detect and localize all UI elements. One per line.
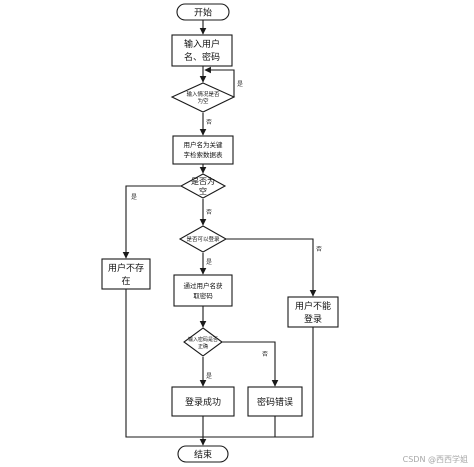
edge-cannot-login-merge xyxy=(203,327,314,438)
input-label-line2: 名、密码 xyxy=(184,51,220,63)
node-get-pwd: 通过用户名获 取密码 xyxy=(173,274,233,307)
connectors xyxy=(122,20,317,446)
node-pwd-error: 密码错误 xyxy=(247,386,303,417)
input-label-line1: 输入用户 xyxy=(184,38,220,50)
get-pwd-shape xyxy=(173,274,233,307)
user-not-exist-line1: 用户不存 xyxy=(108,262,144,274)
edge-labels: 是 否 是 否 否 是 否 是 xyxy=(131,81,322,380)
label-pwd-yes: 是 xyxy=(206,373,212,380)
pwd-error-label: 密码错误 xyxy=(257,396,293,408)
decide-null-line1: 是否为 xyxy=(191,176,215,186)
decide-empty-line2: 为空 xyxy=(197,97,209,105)
label-pwd-no: 否 xyxy=(262,351,268,358)
node-cannot-login: 用户不能 登录 xyxy=(287,296,339,328)
start-terminal-shape xyxy=(176,3,230,21)
node-end: 结束 xyxy=(177,445,229,463)
watermark: CSDN @西西学姐 xyxy=(403,454,468,464)
decide-login-diamond xyxy=(178,225,228,253)
decide-pwd-line2: 正确 xyxy=(198,343,208,350)
edge-decide-pwd-no xyxy=(221,341,279,387)
node-search: 用户名为关键 字检索数据表 xyxy=(172,135,234,165)
user-not-exist-shape xyxy=(101,258,151,290)
edge-pwd-error-merge xyxy=(203,416,276,438)
edge-decide-null-yes xyxy=(122,185,181,259)
search-process-shape xyxy=(172,135,234,165)
label-login-no: 否 xyxy=(316,246,322,253)
cannot-login-shape xyxy=(287,296,339,328)
cannot-login-line2: 登录 xyxy=(304,314,322,325)
start-label: 开始 xyxy=(194,7,212,19)
get-pwd-line2: 取密码 xyxy=(193,291,213,300)
node-success: 登录成功 xyxy=(171,386,235,417)
node-user-not-exist: 用户不存 在 xyxy=(101,258,151,290)
user-not-exist-line2: 在 xyxy=(121,275,130,287)
search-label-line2: 字检索数据表 xyxy=(184,150,224,159)
label-null-yes: 是 xyxy=(131,194,137,201)
label-null-no: 否 xyxy=(206,209,212,216)
label-login-yes: 是 xyxy=(206,259,212,266)
decide-empty-line1: 输入情况是否 xyxy=(186,90,220,98)
label-empty-yes: 是 xyxy=(237,81,243,88)
node-decide-null: 是否为 空 xyxy=(179,173,227,199)
cannot-login-line1: 用户不能 xyxy=(295,300,331,312)
pwd-error-shape xyxy=(247,386,303,417)
decide-null-diamond xyxy=(179,173,227,199)
edge-decide-login-no xyxy=(225,238,317,297)
decide-login-label: 是否可以登录 xyxy=(186,235,220,243)
decide-null-line2: 空 xyxy=(199,186,207,196)
end-label: 结束 xyxy=(194,449,212,461)
success-shape xyxy=(171,386,235,417)
input-process-shape xyxy=(171,34,233,67)
get-pwd-line1: 通过用户名获 xyxy=(184,281,224,290)
decide-pwd-line1: 输入密码是否 xyxy=(188,336,218,343)
end-terminal-shape xyxy=(177,445,229,463)
node-decide-empty: 输入情况是否 为空 xyxy=(170,82,236,113)
decide-empty-diamond xyxy=(170,82,236,113)
node-input: 输入用户 名、密码 xyxy=(171,34,233,67)
node-decide-login: 是否可以登录 xyxy=(178,225,228,253)
node-start: 开始 xyxy=(176,3,230,21)
node-decide-pwd: 输入密码是否 正确 xyxy=(183,327,223,357)
decide-pwd-diamond xyxy=(183,327,223,357)
edge-decide-empty-yes xyxy=(204,66,235,97)
search-label-line1: 用户名为关键 xyxy=(184,140,224,149)
success-label: 登录成功 xyxy=(185,396,221,408)
label-empty-no: 否 xyxy=(206,119,212,126)
edge-user-not-exist-merge xyxy=(125,289,203,438)
